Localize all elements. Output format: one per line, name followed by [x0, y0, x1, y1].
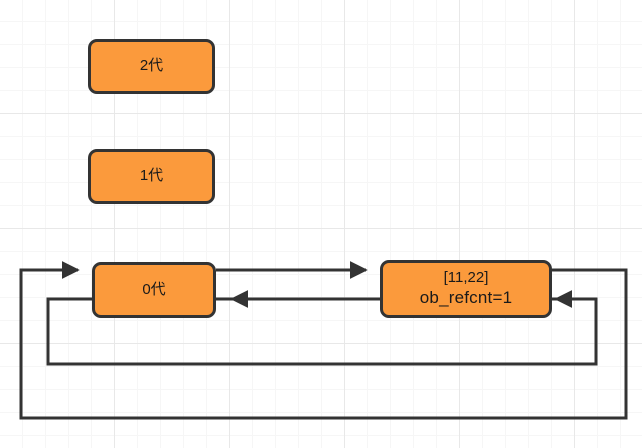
node-gen1-label: 1代 [139, 167, 164, 185]
node-object-label-refcnt: ob_refcnt=1 [419, 287, 513, 307]
node-gen0-label: 0代 [142, 280, 166, 298]
node-object-label-list: [11,22] [443, 269, 489, 287]
edge-object-loop-outer-to-gen0 [19, 261, 628, 420]
node-gen2[interactable]: 2代 [88, 39, 215, 94]
node-gen1[interactable]: 1代 [88, 149, 215, 204]
node-gen0[interactable]: 0代 [92, 262, 216, 318]
node-gen2-label: 2代 [139, 57, 164, 75]
node-object[interactable]: [11,22] ob_refcnt=1 [380, 260, 552, 318]
